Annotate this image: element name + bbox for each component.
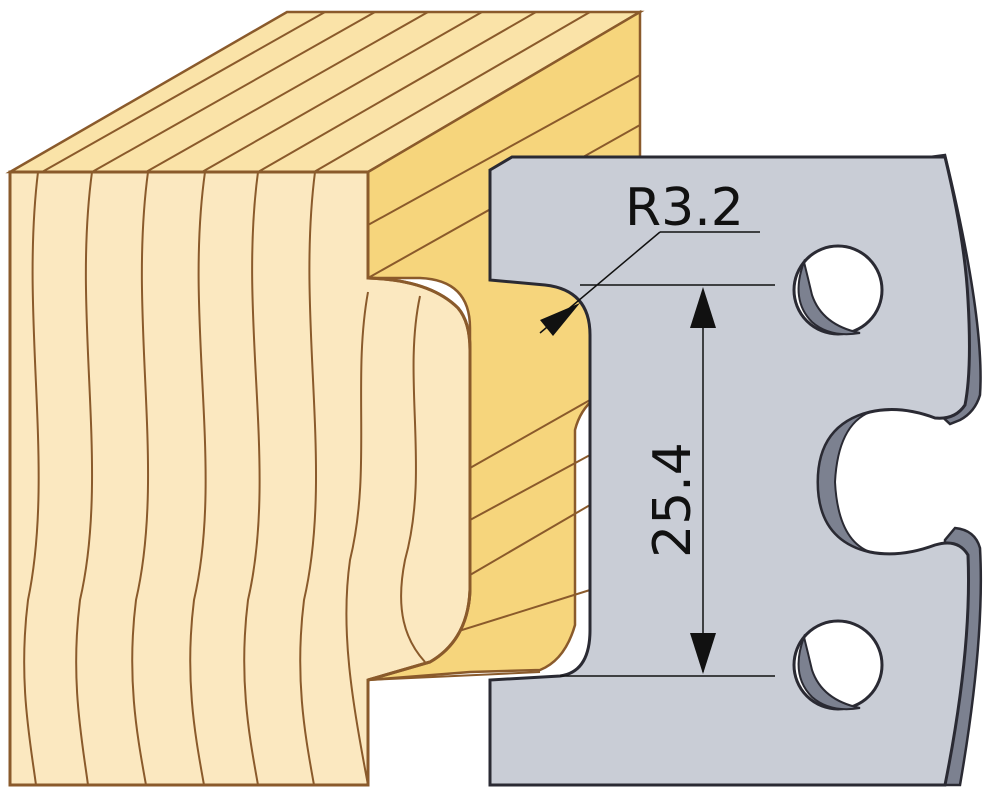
dimension-arrow-up-icon <box>690 287 716 328</box>
dimension-arrow-down-icon <box>690 633 716 674</box>
radius-dimension-label: R3.2 <box>625 178 744 238</box>
knife-hole-top <box>792 244 884 336</box>
wood-profile-edge <box>367 276 472 682</box>
profile-knife <box>488 153 983 787</box>
knife-notch-shade <box>816 411 871 553</box>
knife-hole-bottom <box>792 619 884 711</box>
wood-block <box>5 9 645 787</box>
wood-top-grain <box>41 11 591 173</box>
radius-arrow-icon <box>540 303 580 336</box>
dimensions: 25.4 R3.2 <box>539 178 775 677</box>
height-dimension-label: 25.4 <box>643 442 703 558</box>
wood-front-grain <box>23 171 426 786</box>
